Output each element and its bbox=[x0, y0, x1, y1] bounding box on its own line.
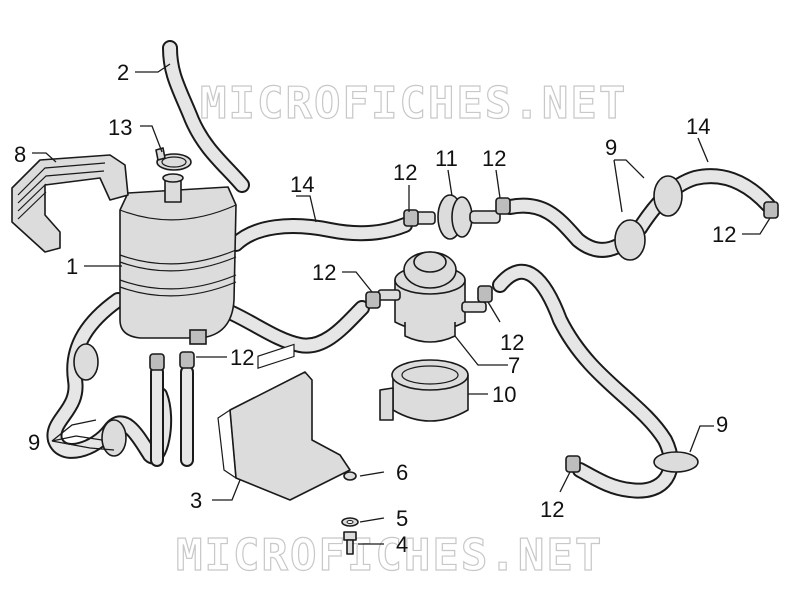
callout-5: 5 bbox=[396, 506, 408, 531]
callout-12-bottom: 12 bbox=[540, 497, 564, 522]
callout-3: 3 bbox=[190, 488, 202, 513]
bolt-4-head bbox=[343, 531, 357, 541]
watermark-top: MICROFICHES.NET bbox=[200, 78, 627, 129]
canister bbox=[119, 173, 237, 345]
small-clamps bbox=[149, 197, 779, 473]
callout-12-canister: 12 bbox=[230, 345, 254, 370]
mounting-plate bbox=[217, 343, 351, 501]
callout-9-right: 9 bbox=[716, 412, 728, 437]
callout-12-filter-left: 12 bbox=[393, 160, 417, 185]
callout-14-left: 14 bbox=[290, 172, 314, 197]
callout-11: 11 bbox=[435, 146, 458, 171]
callout-14-right: 14 bbox=[686, 114, 710, 139]
callout-10: 10 bbox=[492, 382, 516, 407]
callout-9-left: 9 bbox=[28, 430, 40, 455]
nut-6 bbox=[343, 471, 357, 481]
hose-clamps bbox=[73, 175, 699, 473]
purge-valve bbox=[377, 251, 487, 343]
callout-7: 7 bbox=[508, 353, 520, 378]
bracket-8 bbox=[11, 154, 129, 253]
rubber-holder bbox=[379, 359, 469, 422]
callout-9-top: 9 bbox=[605, 135, 617, 160]
callout-12-filter-right: 12 bbox=[482, 146, 506, 171]
callout-8: 8 bbox=[14, 142, 26, 167]
fasteners bbox=[341, 471, 359, 555]
callout-labels: 2 13 8 1 14 12 11 12 9 14 12 12 12 7 10 … bbox=[14, 60, 736, 557]
callout-12-valve-right: 12 bbox=[500, 330, 524, 355]
callout-12-far-right: 12 bbox=[712, 222, 736, 247]
callout-4: 4 bbox=[396, 532, 408, 557]
hoses bbox=[46, 40, 776, 499]
watermark-bottom: MICROFICHES.NET bbox=[176, 530, 603, 581]
callout-1: 1 bbox=[66, 254, 78, 279]
callout-13: 13 bbox=[108, 115, 132, 140]
callout-6: 6 bbox=[396, 460, 408, 485]
leader-lines bbox=[32, 63, 771, 545]
inline-filter bbox=[414, 194, 501, 240]
callout-12-valve-left: 12 bbox=[312, 260, 336, 285]
spring-clamp bbox=[155, 147, 192, 171]
callout-2: 2 bbox=[117, 60, 129, 85]
